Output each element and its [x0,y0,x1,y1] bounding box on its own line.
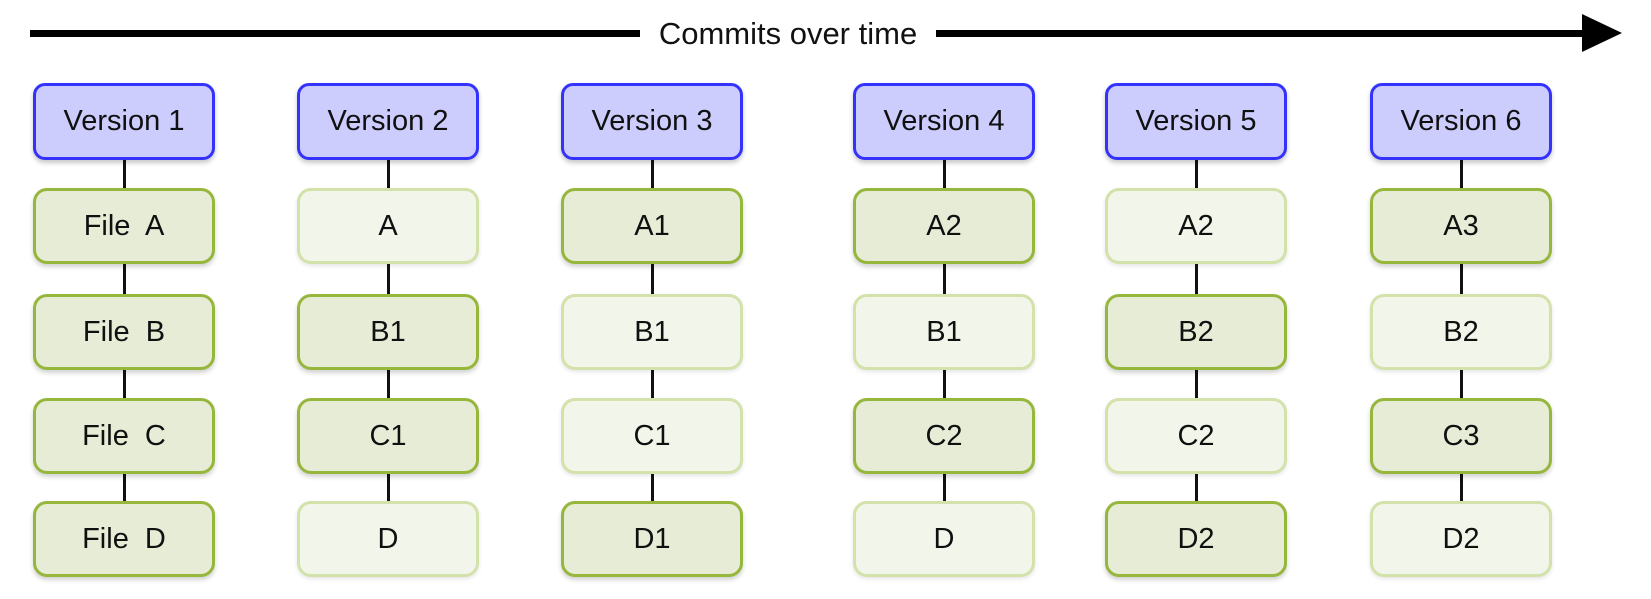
file-node-6-1[interactable]: A3 [1370,188,1552,264]
version-node-label: Version 1 [63,105,185,137]
version-node-label: Version 5 [1135,105,1257,137]
connector-line [650,264,654,294]
connector-line [1194,370,1198,398]
file-node-label: A1 [634,209,670,242]
file-node-3-4[interactable]: D1 [561,501,743,577]
connector-line [650,474,654,501]
file-node-label: D2 [1442,522,1480,555]
file-node-1-2[interactable]: File B [33,294,215,370]
connector-line [386,160,390,188]
version-node-4[interactable]: Version 4 [853,83,1035,160]
file-node-label: A2 [926,209,962,242]
file-node-label: B1 [634,315,670,348]
connector-line [650,370,654,398]
connector-line [942,370,946,398]
file-node-label: File A [83,209,165,242]
arrow-right-icon [1582,14,1622,52]
timeline-label: Commits over time [658,16,918,51]
connector-line [1459,160,1463,188]
connector-line [1194,160,1198,188]
file-node-3-1[interactable]: A1 [561,188,743,264]
file-node-label: A [378,209,398,242]
file-node-label: C2 [925,419,963,452]
connector-line [1194,474,1198,501]
connector-line [386,474,390,501]
file-node-6-4[interactable]: D2 [1370,501,1552,577]
timeline-line-right [936,30,1587,37]
file-node-label: D2 [1177,522,1215,555]
file-node-label: B1 [370,315,406,348]
file-node-6-2[interactable]: B2 [1370,294,1552,370]
file-node-5-2[interactable]: B2 [1105,294,1287,370]
file-node-4-4[interactable]: D [853,501,1035,577]
file-node-label: D [377,522,399,555]
connector-line [650,160,654,188]
file-node-label: File C [82,419,166,452]
connector-line [1194,264,1198,294]
connector-line [942,160,946,188]
file-node-label: C1 [369,419,407,452]
file-node-5-1[interactable]: A2 [1105,188,1287,264]
timeline-line-left [30,30,640,37]
file-node-label: B1 [926,315,962,348]
timeline-arrow: Commits over time [30,6,1622,62]
file-node-4-2[interactable]: B1 [853,294,1035,370]
file-node-label: File B [82,315,166,348]
file-node-label: File D [82,522,166,555]
file-node-3-2[interactable]: B1 [561,294,743,370]
connector-line [122,160,126,188]
file-node-label: C3 [1442,419,1480,452]
file-node-label: A3 [1443,209,1479,242]
connector-line [1459,474,1463,501]
version-node-label: Version 2 [327,105,449,137]
version-node-6[interactable]: Version 6 [1370,83,1552,160]
file-node-label: B2 [1443,315,1479,348]
version-node-5[interactable]: Version 5 [1105,83,1287,160]
file-node-2-3[interactable]: C1 [297,398,479,474]
file-node-1-1[interactable]: File A [33,188,215,264]
file-node-label: D [933,522,955,555]
file-node-6-3[interactable]: C3 [1370,398,1552,474]
file-node-3-3[interactable]: C1 [561,398,743,474]
file-node-1-3[interactable]: File C [33,398,215,474]
file-node-4-1[interactable]: A2 [853,188,1035,264]
connector-line [1459,264,1463,294]
file-node-2-1[interactable]: A [297,188,479,264]
version-node-2[interactable]: Version 2 [297,83,479,160]
file-node-5-3[interactable]: C2 [1105,398,1287,474]
version-node-label: Version 4 [883,105,1005,137]
connector-line [1459,370,1463,398]
version-node-label: Version 3 [591,105,713,137]
file-node-label: D1 [633,522,671,555]
connector-line [122,370,126,398]
file-node-5-4[interactable]: D2 [1105,501,1287,577]
file-node-2-4[interactable]: D [297,501,479,577]
connector-line [122,474,126,501]
version-node-label: Version 6 [1400,105,1522,137]
connector-line [942,264,946,294]
connector-line [122,264,126,294]
file-node-label: A2 [1178,209,1214,242]
file-node-label: C2 [1177,419,1215,452]
file-node-4-3[interactable]: C2 [853,398,1035,474]
connector-line [386,264,390,294]
connector-line [386,370,390,398]
file-node-label: B2 [1178,315,1214,348]
version-node-3[interactable]: Version 3 [561,83,743,160]
file-node-label: C1 [633,419,671,452]
file-node-1-4[interactable]: File D [33,501,215,577]
connector-line [942,474,946,501]
file-node-2-2[interactable]: B1 [297,294,479,370]
version-node-1[interactable]: Version 1 [33,83,215,160]
